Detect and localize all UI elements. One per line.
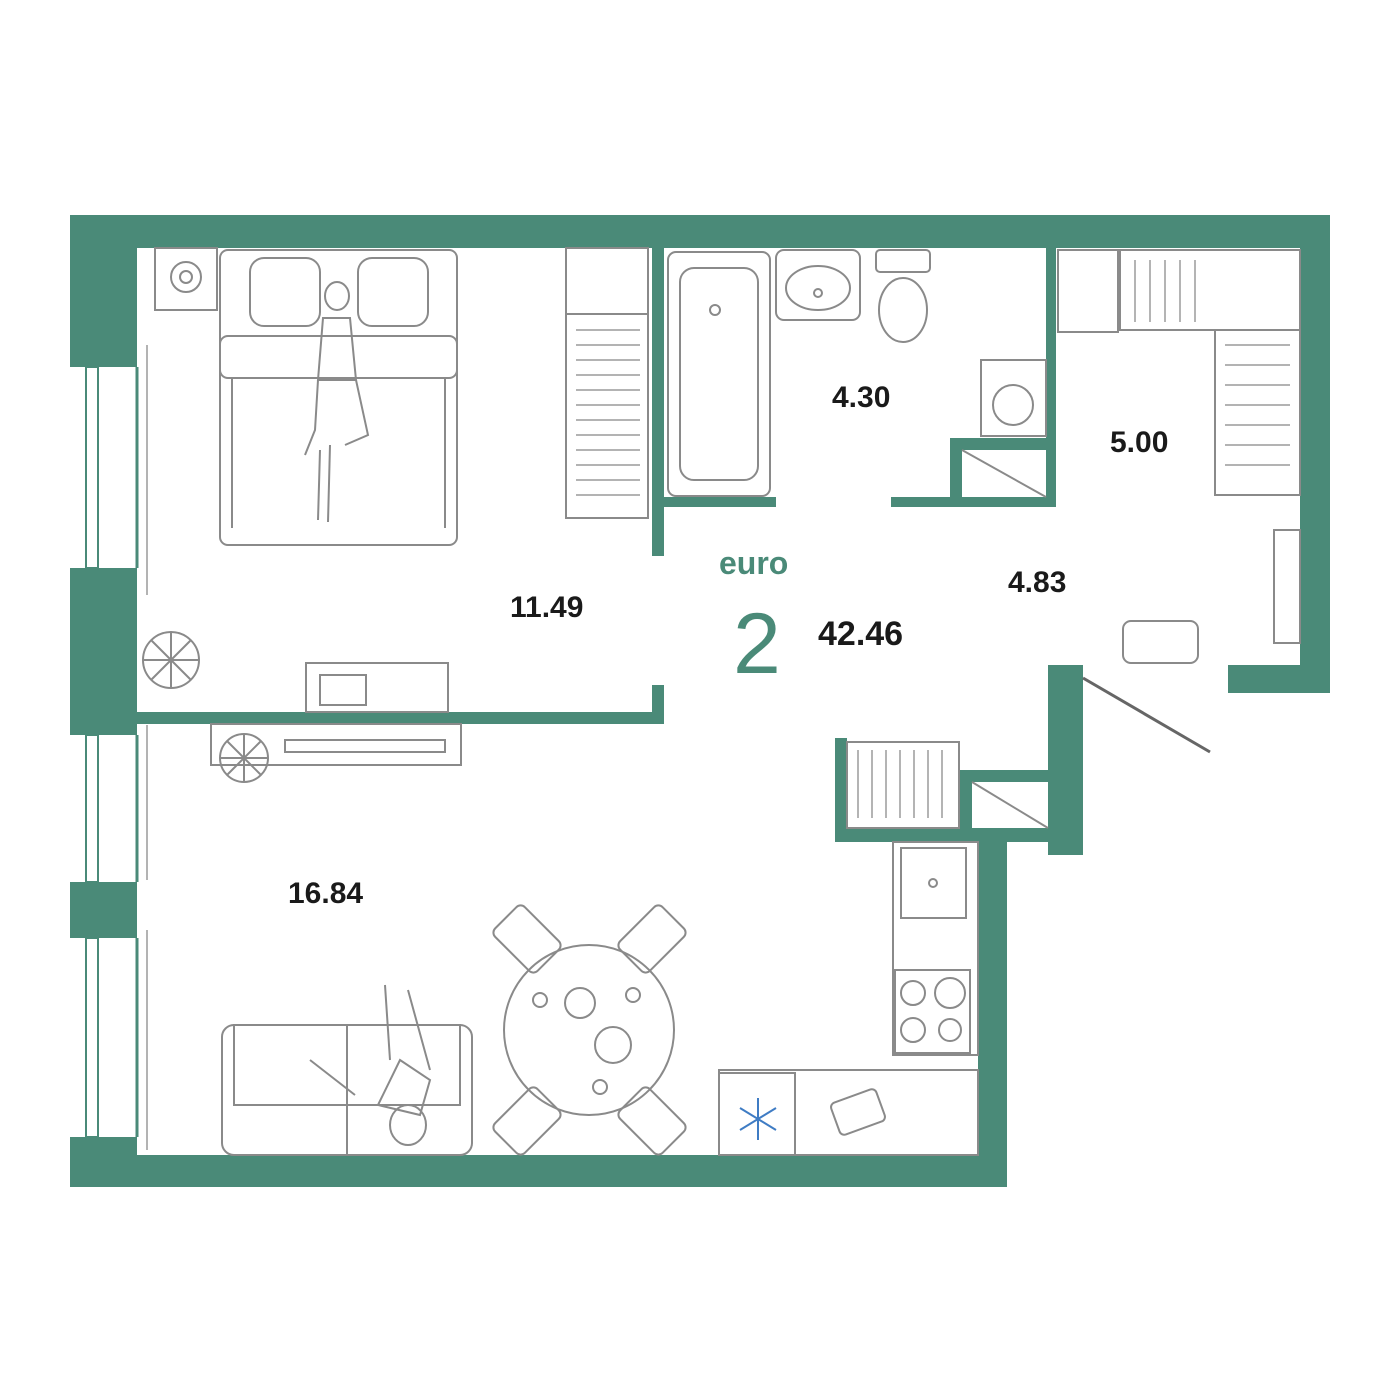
wardrobe-room-shelves [1057, 249, 1301, 496]
sink-icon [775, 249, 861, 321]
rooms-count: 2 [733, 596, 781, 692]
apartment-type: euro [719, 545, 788, 581]
plant-icon [142, 631, 200, 689]
sofa-person-icon [309, 984, 432, 1146]
bathtub-icon [667, 251, 771, 497]
stove-icon [894, 969, 971, 1054]
windows [85, 366, 139, 1138]
bathroom-area: 4.30 [832, 381, 890, 414]
person-icon [304, 281, 370, 523]
hall-area: 4.83 [1008, 566, 1066, 599]
washing-machine-icon [980, 359, 1047, 437]
utility-niche [961, 449, 1047, 498]
toilet-icon [875, 249, 931, 343]
total-area: 42.46 [818, 615, 903, 653]
fridge-icon [718, 1072, 796, 1156]
walls [70, 215, 1330, 1187]
living-kitchen-area: 16.84 [288, 877, 363, 910]
cutting-board [830, 1088, 886, 1136]
tv-icon [210, 723, 462, 766]
hall-cabinet [846, 741, 960, 829]
kitchen-sink-icon [900, 847, 967, 919]
hall-niche [971, 781, 1049, 829]
wardrobe-area: 5.00 [1110, 426, 1168, 459]
snowflake-icon [739, 1098, 777, 1140]
dining-table-icon [492, 904, 687, 1156]
plant-icon-2 [219, 733, 269, 783]
pouf [1122, 620, 1199, 664]
door-icon [1082, 676, 1211, 754]
shoe-rack [1273, 529, 1301, 644]
desk [305, 662, 449, 713]
wardrobe-icon [565, 247, 649, 519]
nightstand [154, 247, 218, 311]
bedroom-area: 11.49 [510, 591, 583, 624]
bed-icon [219, 249, 458, 546]
